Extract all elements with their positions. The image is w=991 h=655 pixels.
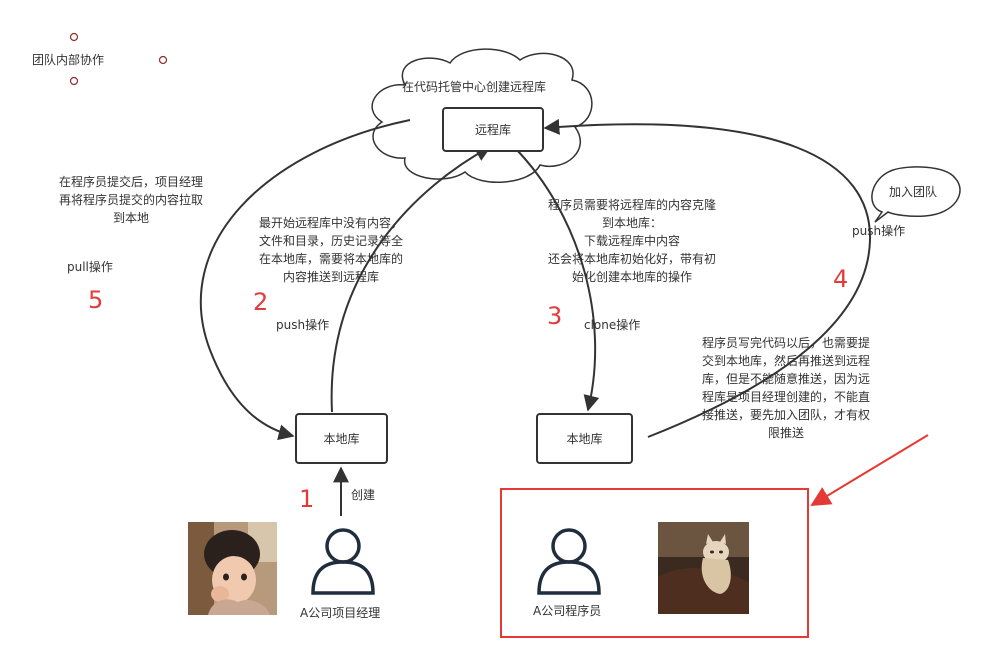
note-4-line: 接推送，要先加入团队，才有权 — [701, 408, 870, 422]
programmer-avatar-photo — [658, 522, 749, 614]
note-2-line: 在本地库，需要将本地库的 — [258, 252, 403, 266]
note-5-line: 到本地 — [112, 211, 149, 225]
step-number-5: 5 — [88, 286, 104, 314]
note-3-line: 程序员需要将远程库的内容克隆 — [547, 198, 716, 212]
manager-label: A公司项目经理 — [300, 606, 381, 620]
edge-label-push-4: push操作 — [852, 224, 906, 238]
note-5-line: 在程序员提交后，项目经理 — [58, 175, 203, 189]
note-3-line: 下载远程库中内容 — [583, 234, 680, 248]
step-number-4: 4 — [833, 265, 849, 293]
handle-dot-top — [69, 32, 79, 42]
person-icon-manager — [311, 528, 375, 595]
edge-label-push-2: push操作 — [276, 318, 330, 332]
bubble-label: 加入团队 — [889, 185, 938, 199]
step-number-2: 2 — [253, 288, 269, 316]
programmer-label: A公司程序员 — [533, 604, 602, 618]
note-4-line: 程序员写完代码以后，也需要提 — [701, 336, 870, 350]
step-number-3: 3 — [547, 302, 563, 330]
cloud-label: 在代码托管中心创建远程库 — [402, 80, 547, 94]
edge-push-4 — [543, 118, 872, 438]
highlight-box — [500, 488, 809, 638]
bubble-shape — [871, 166, 961, 223]
handle-dot-right — [158, 55, 168, 65]
handle-dot-bottom — [69, 76, 79, 86]
note-2-line: 最开始远程库中没有内容， — [258, 216, 403, 230]
local-repo-right-label: 本地库 — [566, 432, 603, 446]
manager-avatar-photo — [188, 522, 277, 615]
note-step-3: 程序员需要将远程库的内容克隆 到本地库： 下载远程库中内容 还会将本地库初始化好… — [524, 196, 740, 286]
edge-clone-3 — [514, 147, 600, 412]
edge-pull-5 — [199, 119, 411, 441]
local-repo-left-label: 本地库 — [323, 432, 360, 446]
edge-label-clone-3: clone操作 — [584, 318, 641, 332]
note-3-line: 始化创建本地库的操作 — [571, 270, 692, 284]
note-4-line: 程库是项目经理创建的，不能直 — [701, 390, 870, 404]
note-step-5: 在程序员提交后，项目经理 再将程序员提交的内容拉取 到本地 — [36, 173, 226, 227]
note-3-line: 到本地库： — [601, 216, 662, 230]
note-step-2: 最开始远程库中没有内容， 文件和目录，历史记录等全 在本地库，需要将本地库的 内… — [236, 214, 426, 286]
child-photo-image — [188, 522, 277, 615]
local-repo-left-node: 本地库 — [295, 413, 388, 464]
highlight-arrow — [810, 434, 929, 507]
cat-photo-image — [658, 522, 749, 614]
note-4-line: 交到本地库，然后再推送到远程 — [701, 354, 870, 368]
edge-label-pull-5: pull操作 — [67, 260, 113, 274]
note-2-line: 文件和目录，历史记录等全 — [258, 234, 403, 248]
note-5-line: 再将程序员提交的内容拉取 — [58, 193, 203, 207]
edge-label-create: 创建 — [351, 488, 376, 502]
remote-repo-label: 远程库 — [474, 123, 511, 137]
step-number-1: 1 — [299, 485, 315, 513]
note-step-4: 程序员写完代码以后，也需要提 交到本地库，然后再推送到远程 库，但是不能随意推送… — [672, 334, 900, 442]
note-4-line: 限推送 — [767, 426, 804, 440]
remote-repo-node: 远程库 — [442, 107, 544, 152]
note-4-line: 库，但是不能随意推送，因为远 — [701, 372, 870, 386]
local-repo-right-node: 本地库 — [536, 413, 633, 464]
note-2-line: 内容推送到远程库 — [282, 270, 379, 284]
diagram-title: 团队内部协作 — [32, 53, 105, 67]
person-icon-programmer — [537, 528, 601, 595]
note-3-line: 还会将本地库初始化好，带有初 — [547, 252, 716, 266]
edge-push-2 — [330, 146, 492, 413]
